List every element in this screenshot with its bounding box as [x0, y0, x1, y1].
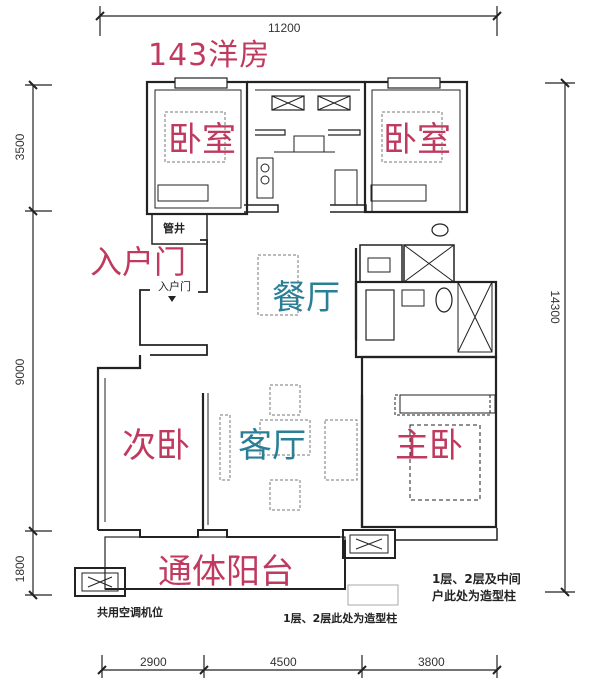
- room-label-living: 客厅: [238, 426, 306, 466]
- plan-title: 143洋房: [148, 38, 271, 73]
- entry-door-small-label: 入户门: [158, 280, 191, 293]
- dim-right-total: 14300: [548, 290, 562, 324]
- room-label-entry-door: 入户门: [90, 243, 187, 281]
- dim-bottom-middle: 4500: [270, 655, 297, 669]
- pipe-shaft-label: 管井: [163, 222, 185, 235]
- dim-bottom-left: 2900: [140, 655, 167, 669]
- dim-left-bedroom: 3500: [13, 133, 27, 161]
- dim-left-main: 9000: [13, 358, 27, 386]
- dim-left-balcony: 1800: [13, 555, 27, 583]
- room-label-bedroom-left: 卧室: [168, 120, 236, 160]
- dim-bottom-right: 3800: [418, 655, 445, 669]
- column-note-right-line1: 1层、2层及中间: [432, 572, 521, 586]
- dim-top-total: 11200: [268, 21, 301, 35]
- room-label-dining: 餐厅: [272, 278, 340, 318]
- ac-unit-note: 共用空调机位: [97, 606, 163, 619]
- room-label-balcony: 通体阳台: [158, 552, 294, 592]
- room-label-master-bedroom: 主卧: [395, 426, 463, 466]
- column-note-right: 1层、2层及中间 户此处为造型柱: [432, 571, 521, 605]
- room-label-second-bedroom: 次卧: [122, 426, 190, 466]
- room-label-bedroom-right: 卧室: [383, 120, 451, 160]
- column-note-right-line2: 户此处为造型柱: [432, 589, 517, 603]
- column-note-bottom: 1层、2层此处为造型柱: [283, 612, 398, 625]
